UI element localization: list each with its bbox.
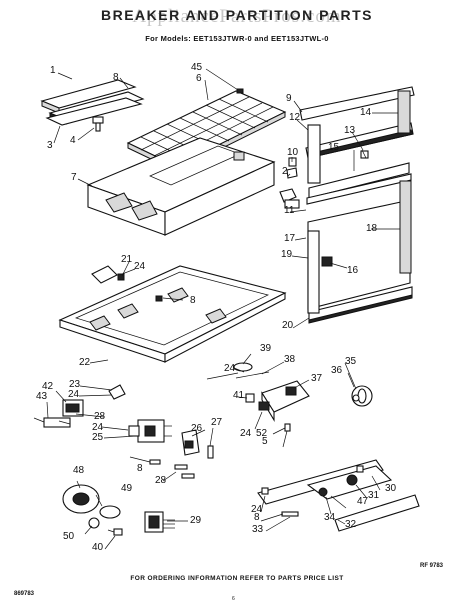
callout-1: 1: [50, 65, 56, 76]
callout-37: 37: [311, 373, 323, 384]
callout-15: 15: [328, 142, 340, 153]
callout-8-bottom: 8: [254, 512, 260, 523]
page-number: 6: [232, 596, 235, 602]
callout-3: 3: [47, 140, 53, 151]
clip-part-23: [108, 384, 126, 400]
callout-39: 39: [260, 343, 272, 354]
callout-2: 2: [282, 166, 288, 177]
diagram-title: BREAKER AND PARTITION PARTS: [100, 7, 374, 23]
screw-part-4: [92, 116, 104, 132]
callout-49: 49: [121, 483, 133, 494]
callout-30: 30: [385, 483, 397, 494]
callout-45: 45: [191, 62, 203, 73]
callout-38: 38: [284, 354, 296, 365]
bottom-rail: [257, 459, 420, 532]
callout-7: 7: [71, 172, 77, 183]
callout-31: 31: [368, 490, 380, 501]
wire-connector-part-29: [144, 511, 175, 533]
callout-22: 22: [79, 357, 91, 368]
callout-4: 4: [70, 135, 76, 146]
callout-8-top: 8: [113, 72, 119, 83]
thermostat-part-25: [128, 419, 172, 443]
callout-11: 11: [284, 205, 295, 216]
drawing-code-right: RF 9783: [420, 563, 444, 569]
callout-21: 21: [121, 254, 133, 265]
diagram-subtitle: For Models: EET153JTWR-0 and EET153JTWL-…: [145, 34, 329, 43]
callout-20: 20: [282, 320, 294, 331]
leader-lines: [46, 68, 400, 550]
callout-33: 33: [252, 524, 264, 535]
light-socket: [62, 484, 123, 536]
callout-36: 36: [331, 365, 343, 376]
callout-35: 35: [345, 356, 357, 367]
breaker-strip-upper: [40, 79, 145, 126]
callout-5: 5: [262, 436, 268, 447]
drawing-code-left: 869783: [14, 591, 35, 597]
callout-8-pan: 8: [190, 295, 196, 306]
callout-47: 47: [357, 496, 369, 507]
damper-control: [233, 362, 373, 432]
breaker-frame: [86, 137, 276, 236]
sensor-part-26: [181, 429, 200, 456]
callout-42: 42: [42, 381, 54, 392]
callout-28-lower: 28: [155, 475, 167, 486]
callout-29: 29: [190, 515, 202, 526]
callout-25: 25: [92, 432, 104, 443]
callout-12: 12: [289, 112, 301, 123]
partition-assembly: [279, 86, 415, 324]
ordering-note: FOR ORDERING INFORMATION REFER TO PARTS …: [130, 575, 344, 582]
callout-24-thermostat: 24: [92, 422, 104, 433]
callout-24-rail: 24: [251, 504, 263, 515]
callout-10: 10: [287, 147, 299, 158]
callout-19: 19: [281, 249, 293, 260]
callout-28-left: 28: [94, 411, 106, 422]
callout-50: 50: [63, 531, 75, 542]
screw-part-27: [207, 445, 214, 459]
callout-24-pan: 24: [134, 261, 146, 272]
callout-43: 43: [36, 391, 48, 402]
callout-27: 27: [211, 417, 223, 428]
callout-24-damper: 24: [224, 363, 236, 374]
callout-40: 40: [92, 542, 104, 553]
callout-24-left: 24: [68, 389, 80, 400]
callout-41: 41: [233, 390, 245, 401]
callout-18: 18: [366, 223, 378, 234]
callout-52: 52: [256, 428, 268, 439]
callout-23: 23: [69, 379, 81, 390]
callout-32: 32: [345, 519, 357, 530]
callout-16: 16: [347, 265, 359, 276]
callout-8-mid: 8: [137, 463, 143, 474]
callout-48: 48: [73, 465, 85, 476]
breaker-pan: [58, 265, 287, 363]
screws-lower: [149, 459, 195, 479]
callout-14: 14: [360, 107, 372, 118]
callout-9: 9: [286, 93, 292, 104]
callout-17: 17: [284, 233, 296, 244]
callout-26: 26: [191, 423, 203, 434]
callout-6: 6: [196, 73, 202, 84]
callout-13: 13: [344, 125, 356, 136]
callout-24-lower: 24: [240, 428, 252, 439]
control-bracket-left: [33, 399, 84, 428]
callout-34: 34: [324, 512, 336, 523]
